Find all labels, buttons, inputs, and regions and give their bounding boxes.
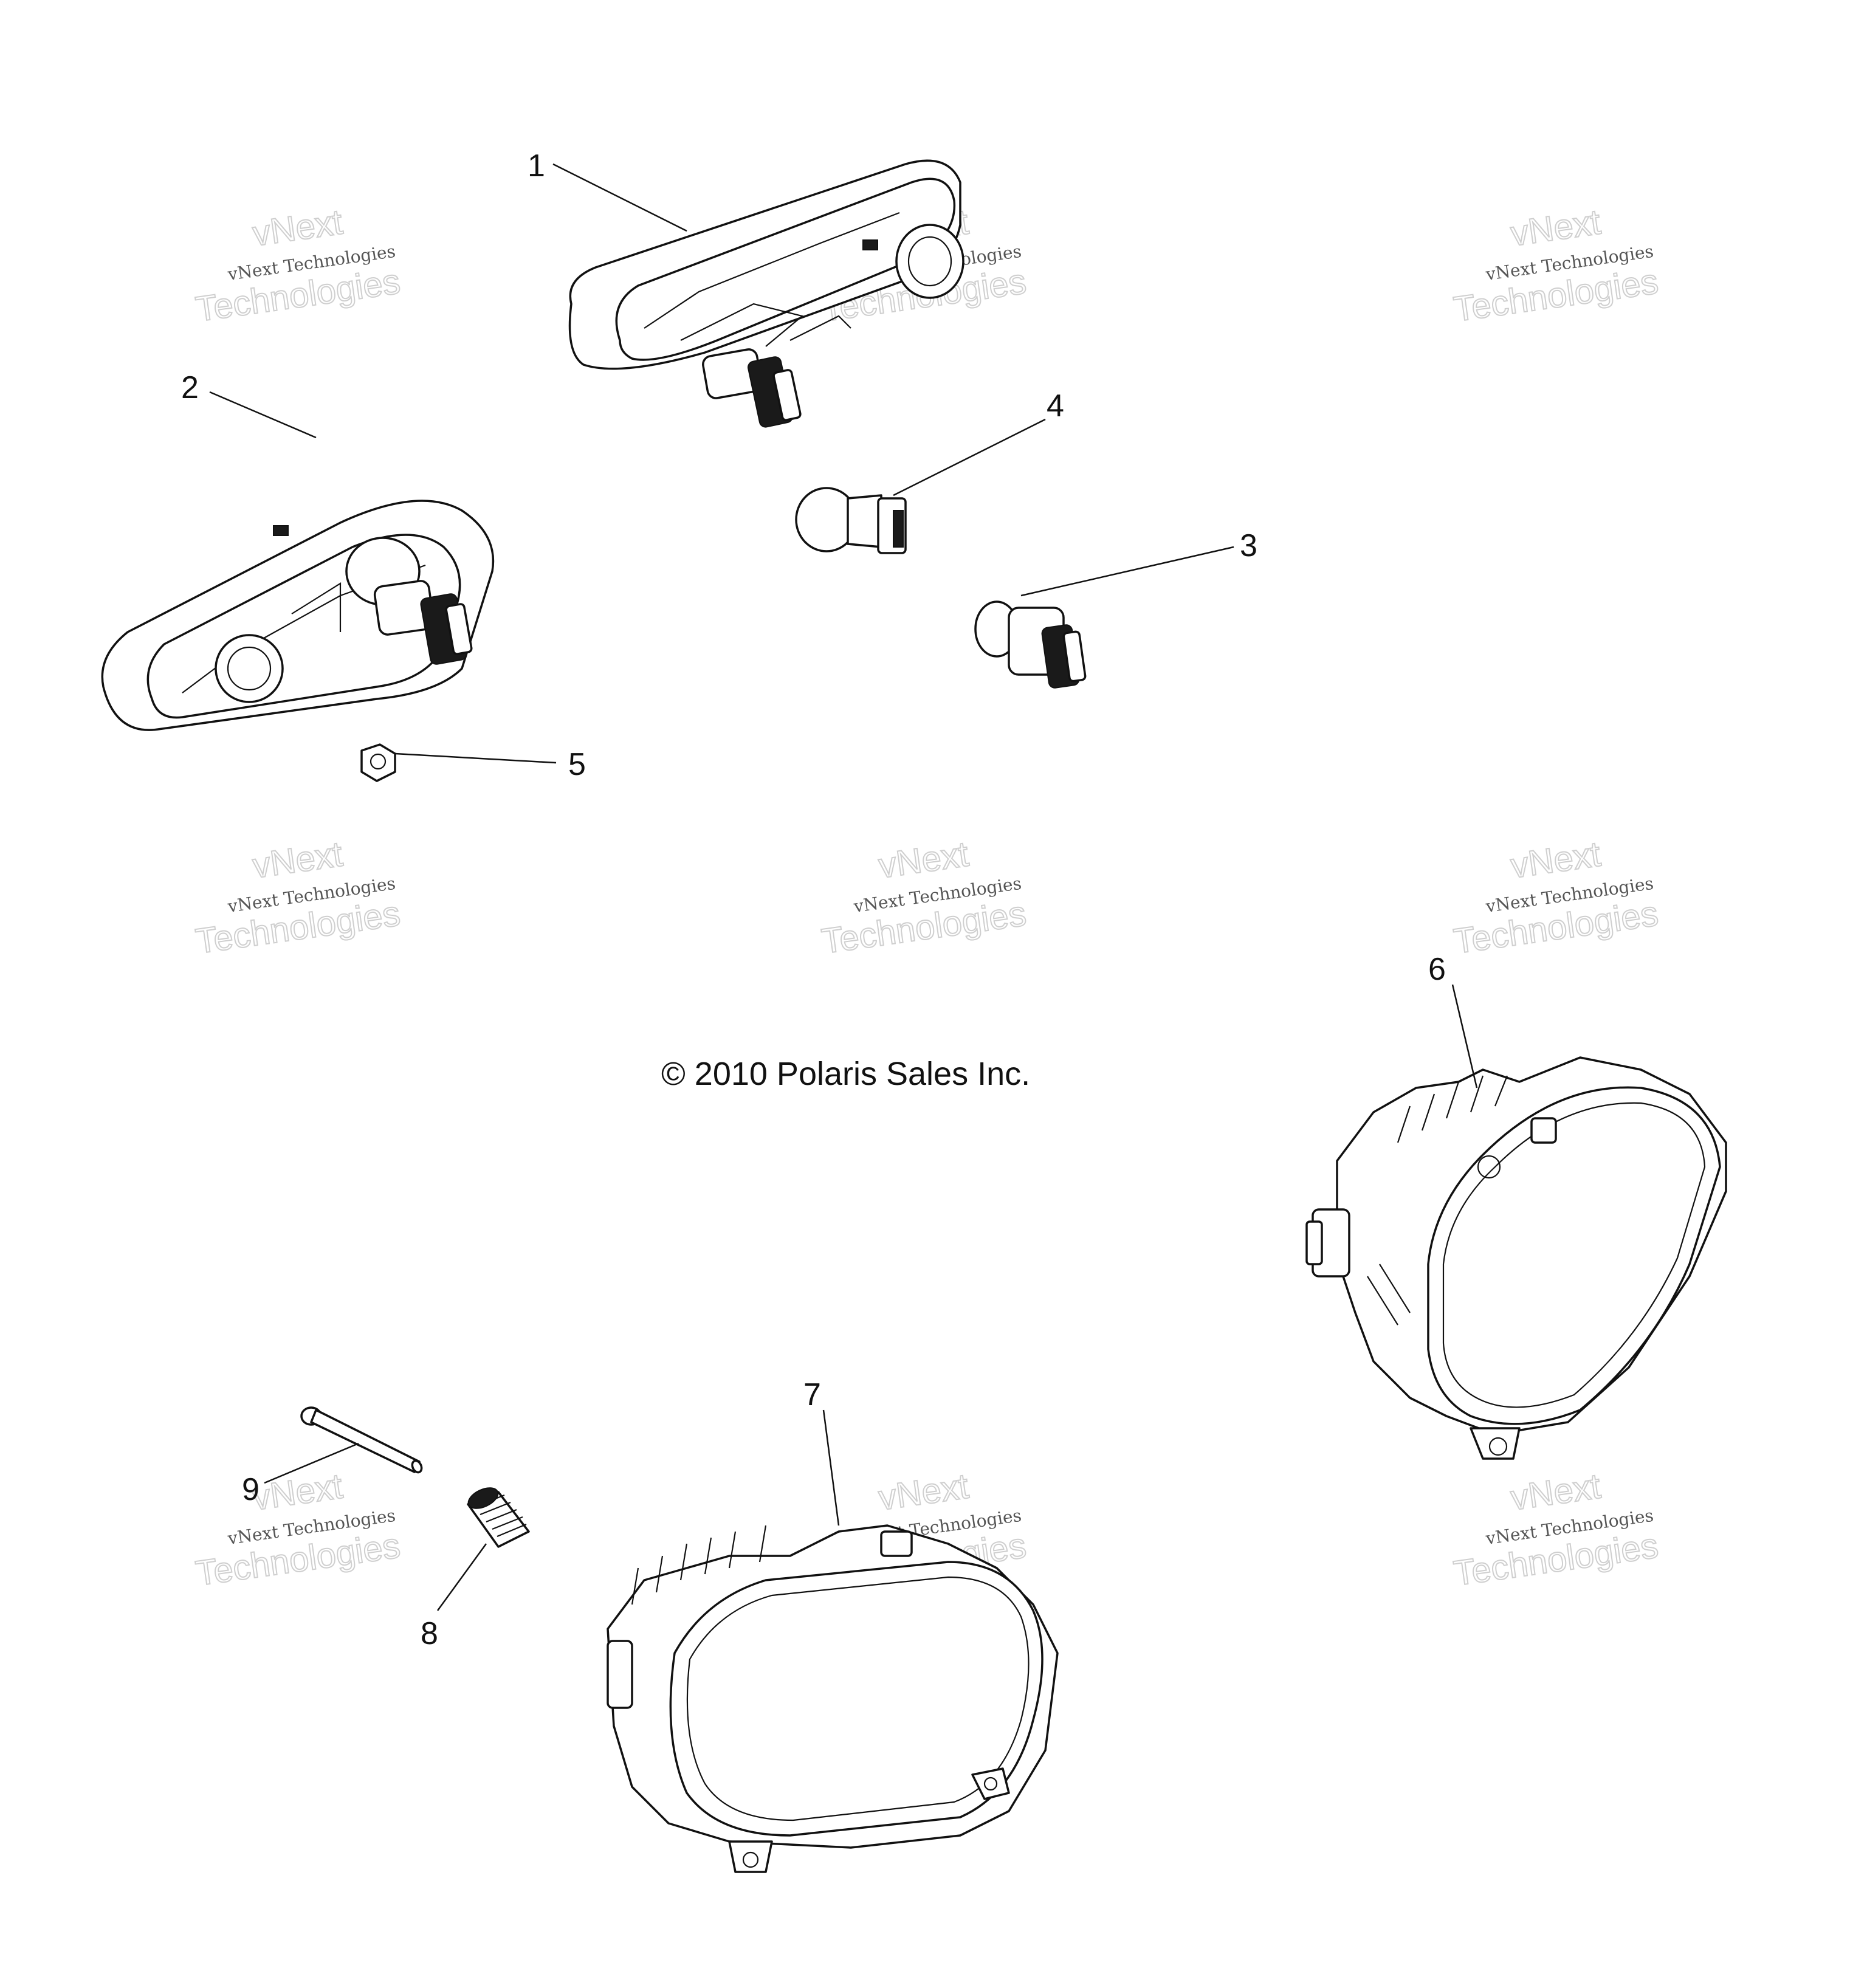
leader-9: [264, 1442, 359, 1484]
part-4-bulb: [795, 487, 907, 554]
leader-5: [394, 752, 557, 764]
svg-text:vNext: vNext: [250, 1467, 345, 1518]
callout-4: 4: [1047, 388, 1064, 424]
svg-text:vNext: vNext: [1508, 202, 1603, 254]
part-8-spring: [467, 1487, 530, 1548]
leader-4: [893, 418, 1046, 497]
callout-7: 7: [803, 1377, 821, 1412]
part-3-socket: [974, 600, 1087, 689]
leader-3: [1020, 546, 1234, 597]
svg-text:vNext: vNext: [876, 834, 971, 886]
watermark-4: vNext vNext Technologies Technologies: [193, 834, 403, 962]
part-6-headlight: [1305, 1056, 1727, 1460]
svg-text:vNext: vNext: [1508, 1467, 1603, 1518]
watermark-6: vNext vNext Technologies Technologies: [1451, 834, 1661, 962]
leader-7: [822, 1409, 840, 1526]
leader-2: [209, 391, 317, 439]
callout-5: 5: [568, 747, 586, 782]
svg-text:vNext: vNext: [250, 202, 345, 254]
callout-3: 3: [1240, 528, 1257, 563]
callout-1: 1: [528, 148, 545, 184]
watermark-3: vNext vNext Technologies Technologies: [1451, 202, 1661, 330]
svg-text:vNext: vNext: [250, 834, 345, 886]
leader-1: [552, 163, 687, 232]
part-1-tail-lamp: [568, 159, 964, 428]
callout-2: 2: [181, 370, 199, 405]
svg-text:vNext: vNext: [1508, 834, 1603, 886]
part-2-tail-lamp: [101, 500, 495, 731]
callout-9: 9: [242, 1472, 260, 1507]
callout-8: 8: [421, 1616, 438, 1651]
part-7-headlight: [607, 1524, 1059, 1873]
part-9-pin: [300, 1406, 423, 1474]
svg-text:vNext: vNext: [876, 1467, 971, 1518]
watermark-9: vNext vNext Technologies Technologies: [1451, 1466, 1661, 1594]
watermark-5: vNext vNext Technologies Technologies: [819, 834, 1029, 962]
callout-6: 6: [1428, 952, 1446, 987]
leader-6: [1451, 984, 1478, 1089]
copyright-notice: © 2010 Polaris Sales Inc.: [661, 1056, 1030, 1092]
watermark-7: vNext vNext Technologies Technologies: [193, 1466, 403, 1594]
part-5-nut: [360, 743, 396, 782]
leader-8: [436, 1543, 487, 1611]
watermark-1: vNext vNext Technologies Technologies: [193, 202, 403, 330]
